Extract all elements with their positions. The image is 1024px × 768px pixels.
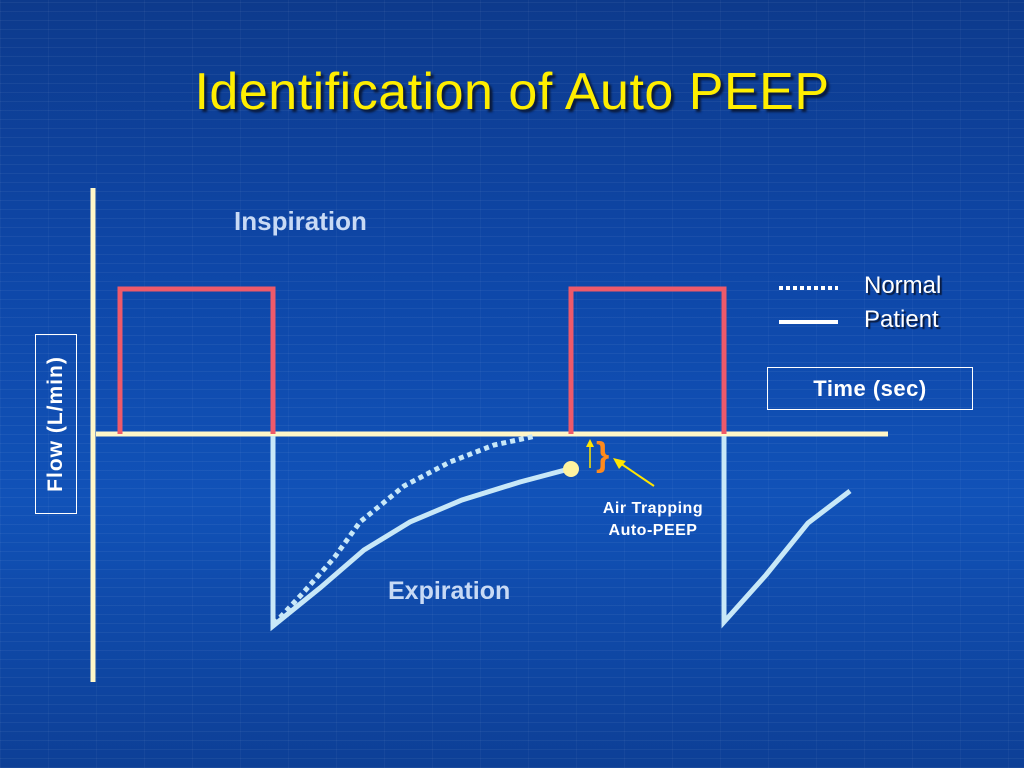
normal-expiration-curve [272,433,537,626]
inspiration-label: Inspiration [234,206,367,236]
legend-patient-label: Patient [864,306,939,333]
flow-axis-label: Flow (L/min) [44,356,67,492]
annotation-line-2: Auto-PEEP [608,522,698,539]
expiration-label: Expiration [388,577,511,605]
end-expiration-point [563,461,579,477]
auto-peep-arrow [586,439,594,468]
time-axis-label: Time (sec) [767,367,973,410]
patient-expiration-curve-2 [721,436,852,629]
flow-axis-label-box [35,334,77,514]
inspiration-waveform-2 [568,286,727,434]
air-trapping-brace: } [596,436,610,474]
air-trapping-annotation: Air Trapping Auto-PEEP [590,498,716,542]
patient-expiration-curve [270,436,570,632]
legend-normal-label: Normal [864,272,942,299]
annotation-pointer-arrow [613,458,655,487]
inspiration-waveform-1 [117,286,276,434]
slide-title: Identification of Auto PEEP [194,63,830,121]
annotation-line-1: Air Trapping [602,500,704,517]
